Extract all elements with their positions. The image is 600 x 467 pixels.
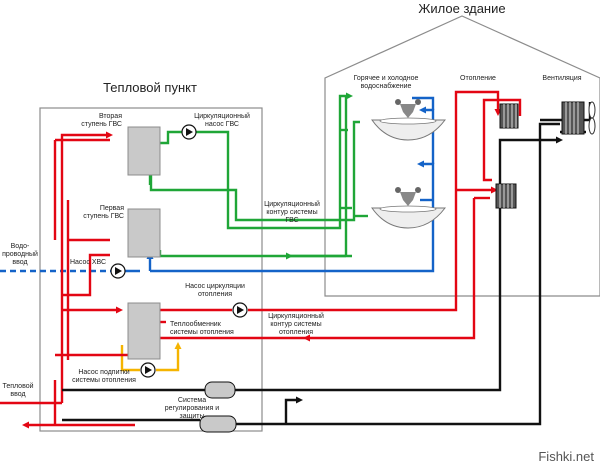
heating-heat-exchanger <box>127 302 161 360</box>
heat-point-outline <box>39 107 263 432</box>
water-supply-label-2: водоснабжение <box>361 82 412 90</box>
control-label-2: регулирования и <box>165 405 220 412</box>
hx-label-1: Теплообменник <box>170 320 222 328</box>
hx-label-2: системы отопления <box>170 329 234 336</box>
heat-point-title: Тепловой пункт <box>103 80 197 95</box>
radiator-lower <box>495 183 517 209</box>
cold-pump-label: Насос ХВС <box>70 259 106 266</box>
control-label-1: Система <box>178 397 206 404</box>
control-unit-lower <box>199 415 237 433</box>
control-lines <box>62 102 592 426</box>
stage1-heat-exchanger <box>127 208 161 258</box>
hws-circuit-lines <box>137 92 368 260</box>
control-label-3: защиты <box>179 413 204 420</box>
cold-water-pump <box>110 263 126 279</box>
sink-upper <box>371 99 447 141</box>
building-title: Жилое здание <box>418 1 505 16</box>
heating-lines <box>0 90 522 429</box>
building-outline <box>324 15 600 297</box>
stage2-label-2: ступень ГВС <box>81 121 122 128</box>
hws-circulation-pump <box>181 124 197 140</box>
heating-circuit-label-2: контур системы <box>270 321 321 328</box>
stage1-label-2: ступень ГВС <box>83 213 124 220</box>
hws-circuit-label-3: ГВС <box>285 217 298 224</box>
sink-lower <box>371 187 447 229</box>
ventilation-label: Вентиляция <box>542 75 581 82</box>
makeup-pump-label-2: системы отопления <box>72 377 136 384</box>
hws-circuit-label-2: контур системы <box>266 209 317 216</box>
ventilation-unit <box>561 101 596 135</box>
heating-circuit-label-3: отопления <box>279 329 313 336</box>
heating-pump-label-1: Насос циркуляции <box>185 283 245 290</box>
heat-inlet-label-1: Тепловой <box>2 382 33 390</box>
hws-circuit-label-1: Циркуляционный <box>264 200 320 208</box>
stage2-heat-exchanger <box>127 126 161 176</box>
water-supply-label-1: Горячее и холодное <box>354 75 419 82</box>
stage2-label-1: Вторая <box>99 113 122 120</box>
hws-pump-label-1: Циркуляционный <box>194 112 250 120</box>
stage1-label-1: Первая <box>100 205 124 212</box>
heat-inlet-label-2: ввод <box>10 391 25 398</box>
heating-circulation-pump <box>232 302 248 318</box>
heating-circuit-label-1: Циркуляционный <box>268 312 324 320</box>
control-unit-upper <box>204 381 236 399</box>
makeup-pump-label-1: Насос подпитки <box>78 369 129 376</box>
water-inlet-label-2: проводный <box>2 250 38 258</box>
water-inlet-label-3: ввод <box>12 259 27 266</box>
makeup-lines <box>120 342 182 372</box>
water-inlet-label-1: Водо- <box>11 243 30 250</box>
hws-pump-label-2: насос ГВС <box>205 121 239 128</box>
watermark: Fishki.net <box>538 449 594 464</box>
makeup-pump <box>140 362 156 378</box>
heating-label: Отопление <box>460 75 496 82</box>
radiator-upper <box>499 103 519 129</box>
heating-pump-label-2: отопления <box>198 291 232 298</box>
